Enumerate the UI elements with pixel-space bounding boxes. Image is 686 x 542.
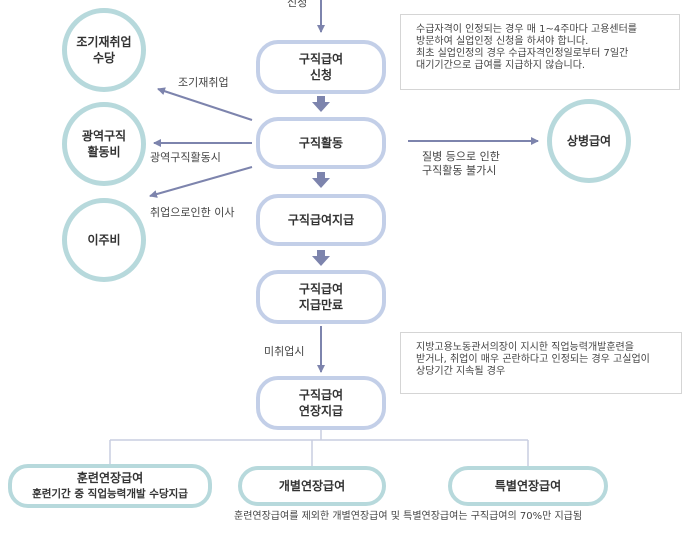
end-node-line2: 지급만료	[298, 298, 344, 312]
relocation-circle: 이주비	[62, 198, 146, 282]
end-node: 구직급여 지급만료	[256, 270, 386, 324]
label-early-employment: 조기재취업	[178, 76, 229, 89]
note-bottom: 지방고용노동관서의장이 지시한 직업능력개발훈련을 받거나, 취업이 매우 곤란…	[400, 332, 682, 394]
label-relocation: 취업으로인한 이사	[150, 206, 235, 219]
note-bottom-line2: 받거나, 취업이 매우 곤란하다고 인정되는 경우 고실업이	[416, 354, 650, 365]
apply-node: 구직급여 신청	[256, 40, 386, 94]
apply-node-line1: 구직급여	[298, 52, 344, 66]
job-search-node: 구직활동	[256, 117, 386, 169]
special-extension-label: 특별연장급여	[494, 479, 562, 493]
wide-area-circle: 광역구직 활동비	[62, 102, 146, 186]
label-sickness-line2: 구직활동 불가시	[422, 164, 497, 177]
note-top-line4: 대기기간으로 급여를 지급하지 않습니다.	[416, 60, 586, 71]
payment-node: 구직급여지급	[256, 194, 386, 246]
apply-node-line2: 신청	[309, 68, 333, 82]
arrow-to-relocation	[149, 166, 253, 198]
job-search-node-label: 구직활동	[298, 136, 344, 150]
extension-branches	[109, 426, 529, 466]
note-bottom-line3: 상당기간 지속될 경우	[416, 366, 506, 377]
relocation-label: 이주비	[87, 233, 121, 247]
label-not-employed: 미취업시	[264, 345, 305, 358]
sickness-circle: 상병급여	[547, 99, 631, 183]
training-extension-node: 훈련연장급여 훈련기간 중 직업능력개발 수당지급	[8, 464, 212, 508]
early-employment-line2: 수당	[92, 51, 116, 65]
footnote: 훈련연장급여를 제외한 개별연장급여 및 특별연장급여는 구직급여의 70%만 …	[234, 511, 583, 522]
wide-area-line1: 광역구직	[81, 129, 127, 143]
arrow-search-to-payment	[312, 172, 330, 188]
end-node-line1: 구직급여	[298, 282, 344, 296]
early-employment-circle: 조기재취업 수당	[62, 8, 146, 92]
arrow-apply-to-search	[312, 96, 330, 112]
note-top-line2: 방문하여 실업인정 신청을 하셔야 합니다.	[416, 36, 589, 47]
early-employment-line1: 조기재취업	[76, 35, 132, 49]
note-top-line1: 수급자격이 인정되는 경우 매 1~4주마다 고용센터를	[416, 24, 637, 35]
label-wide-area: 광역구직활동시	[150, 151, 221, 164]
payment-node-label: 구직급여지급	[287, 213, 355, 227]
individual-extension-node: 개별연장급여	[238, 466, 386, 506]
extension-node-line2: 연장지급	[298, 404, 344, 418]
arrow-to-early-employment	[157, 87, 253, 121]
sickness-label: 상병급여	[566, 134, 612, 148]
note-top-line3: 최초 실업인정의 경우 수급자격인정일로부터 7일간	[416, 48, 629, 59]
training-extension-subtitle: 훈련기간 중 직업능력개발 수당지급	[32, 488, 188, 500]
note-bottom-line1: 지방고용노동관서의장이 지시한 직업능력개발훈련을	[416, 342, 634, 353]
special-extension-node: 특별연장급여	[448, 466, 608, 506]
label-sickness-line1: 질병 등으로 인한	[422, 150, 500, 163]
individual-extension-label: 개별연장급여	[278, 479, 346, 493]
extension-node: 구직급여 연장지급	[256, 376, 386, 430]
note-top: 수급자격이 인정되는 경우 매 1~4주마다 고용센터를 방문하여 실업인정 신…	[400, 14, 680, 90]
apply-top-label: 신청	[287, 0, 308, 9]
arrow-payment-to-end	[312, 250, 330, 266]
training-extension-title: 훈련연장급여	[76, 471, 144, 485]
wide-area-line2: 활동비	[87, 145, 121, 159]
extension-node-line1: 구직급여	[298, 388, 344, 402]
